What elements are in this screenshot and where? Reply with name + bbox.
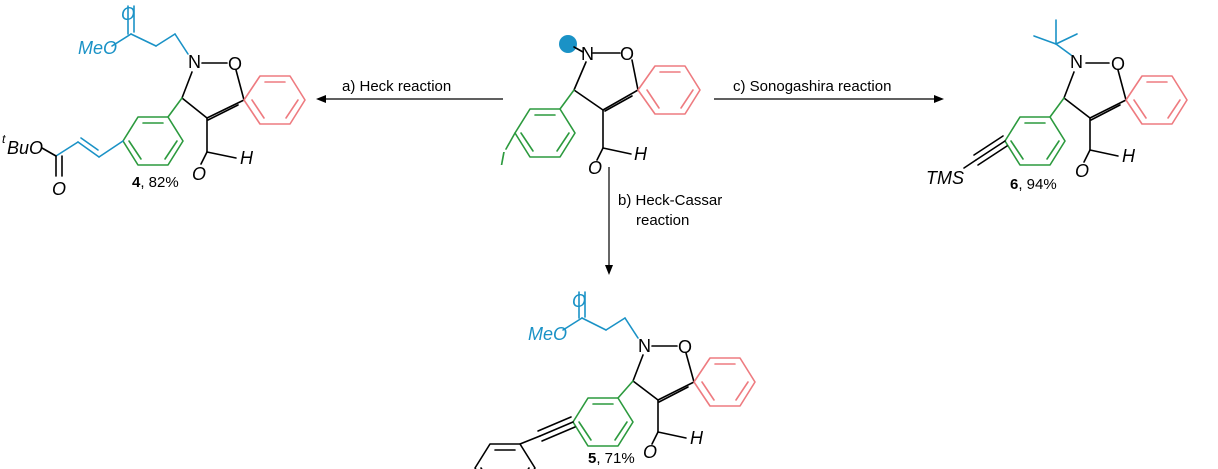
caption-product-4: 4, 82% bbox=[132, 174, 179, 191]
product-6: N O O H TMS 6, 94% bbox=[926, 19, 1188, 193]
atom-tbu-superscript: t bbox=[2, 132, 6, 146]
variable-substituent-dot bbox=[559, 35, 577, 53]
atom-h-6: H bbox=[1122, 146, 1136, 166]
atom-o-ring-4: O bbox=[228, 54, 242, 74]
atom-o-carbonyl-5: O bbox=[572, 291, 586, 311]
label-heck-cassar-line2: reaction bbox=[636, 212, 689, 229]
atom-o-aldehyde-4: O bbox=[192, 164, 206, 184]
label-heck-cassar-line1: b) Heck-Cassar bbox=[618, 192, 722, 209]
caption-product-6: 6, 94% bbox=[1010, 176, 1057, 193]
atom-tms: TMS bbox=[926, 168, 964, 188]
atom-o-ring-5: O bbox=[678, 337, 692, 357]
product-4: O MeO N O O H t BuO bbox=[2, 4, 306, 199]
atom-n: N bbox=[581, 44, 594, 64]
arrow-heck bbox=[316, 95, 503, 103]
starting-material: N O O H I bbox=[500, 35, 701, 178]
atom-meo-5: MeO bbox=[528, 324, 567, 344]
atom-o-aldehyde-6: O bbox=[1075, 161, 1089, 181]
atom-tbuo: BuO bbox=[7, 138, 43, 158]
atom-o-aldehyde-5: O bbox=[643, 442, 657, 462]
atom-o-ester-4: O bbox=[52, 179, 66, 199]
arrow-sonogashira bbox=[714, 95, 944, 103]
atom-n-6: N bbox=[1070, 52, 1083, 72]
label-sonogashira-reaction: c) Sonogashira reaction bbox=[733, 78, 891, 95]
atom-o-ring-6: O bbox=[1111, 54, 1125, 74]
atom-h-4: H bbox=[240, 148, 254, 168]
product-5: O MeO N O O H 5, bbox=[474, 291, 756, 469]
caption-product-5: 5, 71% bbox=[588, 450, 635, 467]
atom-n-4: N bbox=[188, 52, 201, 72]
atom-h: H bbox=[634, 144, 648, 164]
atom-n-5: N bbox=[638, 336, 651, 356]
atom-h-5: H bbox=[690, 428, 704, 448]
atom-iodine: I bbox=[500, 149, 505, 169]
atom-o-carbonyl-4: O bbox=[121, 4, 135, 24]
atom-o-ring: O bbox=[620, 44, 634, 64]
label-heck-reaction: a) Heck reaction bbox=[342, 78, 451, 95]
atom-meo-4: MeO bbox=[78, 38, 117, 58]
arrow-heck-cassar bbox=[605, 167, 613, 275]
atom-o-aldehyde: O bbox=[588, 158, 602, 178]
